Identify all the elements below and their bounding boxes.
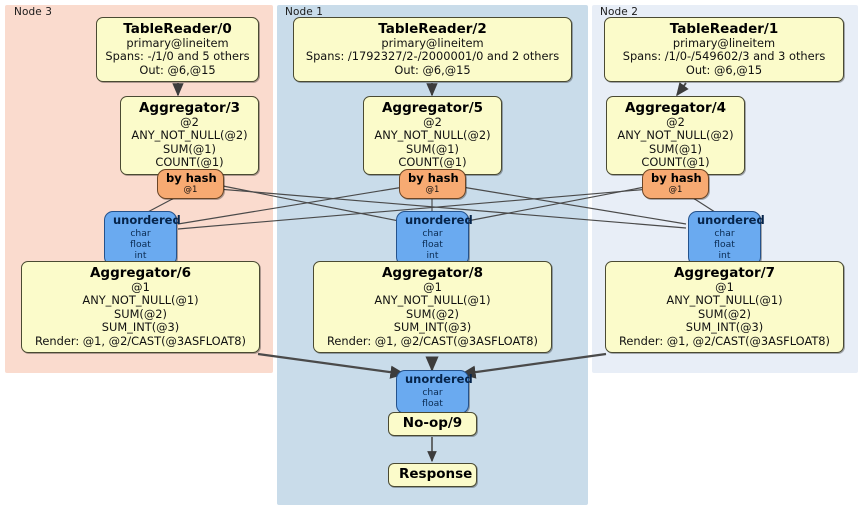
node-agg-3: SUM_INT(@3) [685, 320, 764, 335]
node-group: @1 [715, 280, 734, 294]
receiver-type-1: char [714, 227, 735, 239]
node-title: Response [399, 466, 473, 482]
node-agg-1: ANY_NOT_NULL(@1) [374, 293, 491, 308]
node-title: TableReader/2 [378, 21, 487, 37]
node-agg-2: SUM(@1) [163, 141, 216, 156]
node-title: TableReader/1 [669, 21, 779, 37]
aggregator-4[interactable]: Aggregator/4 @2 ANY_NOT_NULL(@2) SUM(@1)… [606, 96, 745, 175]
receiver-type-1: char [422, 227, 443, 239]
node-agg-3: COUNT(@1) [641, 155, 710, 170]
node-agg-2: SUM(@1) [406, 141, 459, 156]
node-agg-1: ANY_NOT_NULL(@1) [82, 293, 199, 308]
node-out: Out: @6,@15 [139, 62, 216, 77]
router-column: @1 [668, 185, 683, 195]
node-agg-3: COUNT(@1) [398, 155, 467, 170]
node-panel-label-node1: Node 1 [285, 6, 324, 18]
node-panel-label-node2: Node 2 [600, 6, 639, 18]
node-agg-3: SUM_INT(@3) [393, 320, 472, 335]
node-out: Out: @6,@15 [394, 62, 471, 77]
node-title: Aggregator/4 [624, 100, 727, 116]
receiver-type-1: char [422, 386, 443, 398]
node-agg-2: SUM(@2) [406, 306, 459, 321]
receiver-type-2: float [422, 238, 443, 250]
node-agg-1: ANY_NOT_NULL(@1) [666, 293, 783, 308]
aggregator-7[interactable]: Aggregator/7 @1 ANY_NOT_NULL(@1) SUM(@2)… [605, 261, 844, 354]
no-op-9[interactable]: No-op/9 [388, 412, 477, 436]
stream-receiver-middle[interactable]: unordered char float int [396, 211, 473, 267]
node-group: @2 [666, 115, 685, 129]
node-agg-2: SUM(@2) [698, 306, 751, 321]
node-agg-3: SUM_INT(@3) [101, 320, 180, 335]
node-group: @1 [423, 280, 442, 294]
node-table: primary@lineitem [381, 36, 484, 50]
receiver-title: unordered [113, 213, 181, 227]
aggregator-8[interactable]: Aggregator/8 @1 ANY_NOT_NULL(@1) SUM(@2)… [313, 261, 552, 354]
node-group: @2 [423, 115, 442, 129]
receiver-type-2: float [422, 397, 443, 409]
node-agg-1: ANY_NOT_NULL(@2) [374, 128, 491, 143]
receiver-type-3: int [718, 249, 731, 261]
node-agg-1: ANY_NOT_NULL(@2) [131, 128, 248, 143]
receiver-title: unordered [405, 372, 473, 386]
table-reader-0[interactable]: TableReader/0 primary@lineitem Spans: -/… [96, 17, 259, 83]
node-title: Aggregator/5 [381, 100, 484, 116]
table-reader-2[interactable]: TableReader/2 primary@lineitem Spans: /1… [293, 17, 572, 83]
node-title: Aggregator/6 [89, 265, 192, 281]
hash-router-right[interactable]: by hash @1 [642, 169, 709, 199]
node-table: primary@lineitem [672, 36, 776, 50]
node-agg-2: SUM(@2) [114, 306, 167, 321]
receiver-type-1: char [130, 227, 151, 239]
node-table: primary@lineitem [126, 36, 229, 50]
node-title: No-op/9 [402, 415, 463, 431]
receiver-title: unordered [405, 213, 473, 227]
node-title: TableReader/0 [123, 21, 232, 37]
node-agg-3: COUNT(@1) [155, 155, 224, 170]
stream-receiver-right[interactable]: unordered char float int [688, 211, 765, 267]
node-agg-1: ANY_NOT_NULL(@2) [617, 128, 734, 143]
aggregator-6[interactable]: Aggregator/6 @1 ANY_NOT_NULL(@1) SUM(@2)… [21, 261, 260, 354]
router-title: by hash [408, 171, 459, 185]
router-column: @1 [425, 185, 440, 195]
node-render: Render: @1, @2/CAST(@3ASFLOAT8) [34, 333, 246, 348]
receiver-type-3: int [134, 249, 147, 261]
node-agg-2: SUM(@1) [649, 141, 702, 156]
hash-router-middle[interactable]: by hash @1 [399, 169, 466, 199]
node-group: @1 [131, 280, 150, 294]
node-out: Out: @6,@15 [685, 62, 763, 77]
aggregator-5[interactable]: Aggregator/5 @2 ANY_NOT_NULL(@2) SUM(@1)… [363, 96, 502, 175]
node-spans: Spans: /1/0-/549602/3 and 3 others [622, 49, 826, 64]
node-spans: Spans: -/1/0 and 5 others [105, 49, 250, 64]
node-panel-label-node3: Node 3 [14, 6, 53, 18]
node-render: Render: @1, @2/CAST(@3ASFLOAT8) [326, 333, 538, 348]
receiver-type-3: int [426, 249, 439, 261]
node-title: Aggregator/7 [673, 265, 776, 281]
router-title: by hash [166, 171, 217, 185]
receiver-title: unordered [697, 213, 765, 227]
response-node[interactable]: Response [388, 463, 477, 487]
node-spans: Spans: /1792327/2-/2000001/0 and 2 other… [305, 49, 560, 64]
node-title: Aggregator/3 [138, 100, 241, 116]
router-title: by hash [651, 171, 702, 185]
node-title: Aggregator/8 [381, 265, 484, 281]
node-group: @2 [180, 115, 199, 129]
final-stream-receiver[interactable]: unordered char float [396, 370, 473, 414]
receiver-type-2: float [714, 238, 735, 250]
stream-receiver-left[interactable]: unordered char float int [104, 211, 181, 267]
router-column: @1 [183, 185, 198, 195]
receiver-type-2: float [130, 238, 151, 250]
hash-router-left[interactable]: by hash @1 [157, 169, 224, 199]
table-reader-1[interactable]: TableReader/1 primary@lineitem Spans: /1… [604, 17, 844, 83]
node-render: Render: @1, @2/CAST(@3ASFLOAT8) [618, 333, 830, 348]
aggregator-3[interactable]: Aggregator/3 @2 ANY_NOT_NULL(@2) SUM(@1)… [120, 96, 259, 175]
